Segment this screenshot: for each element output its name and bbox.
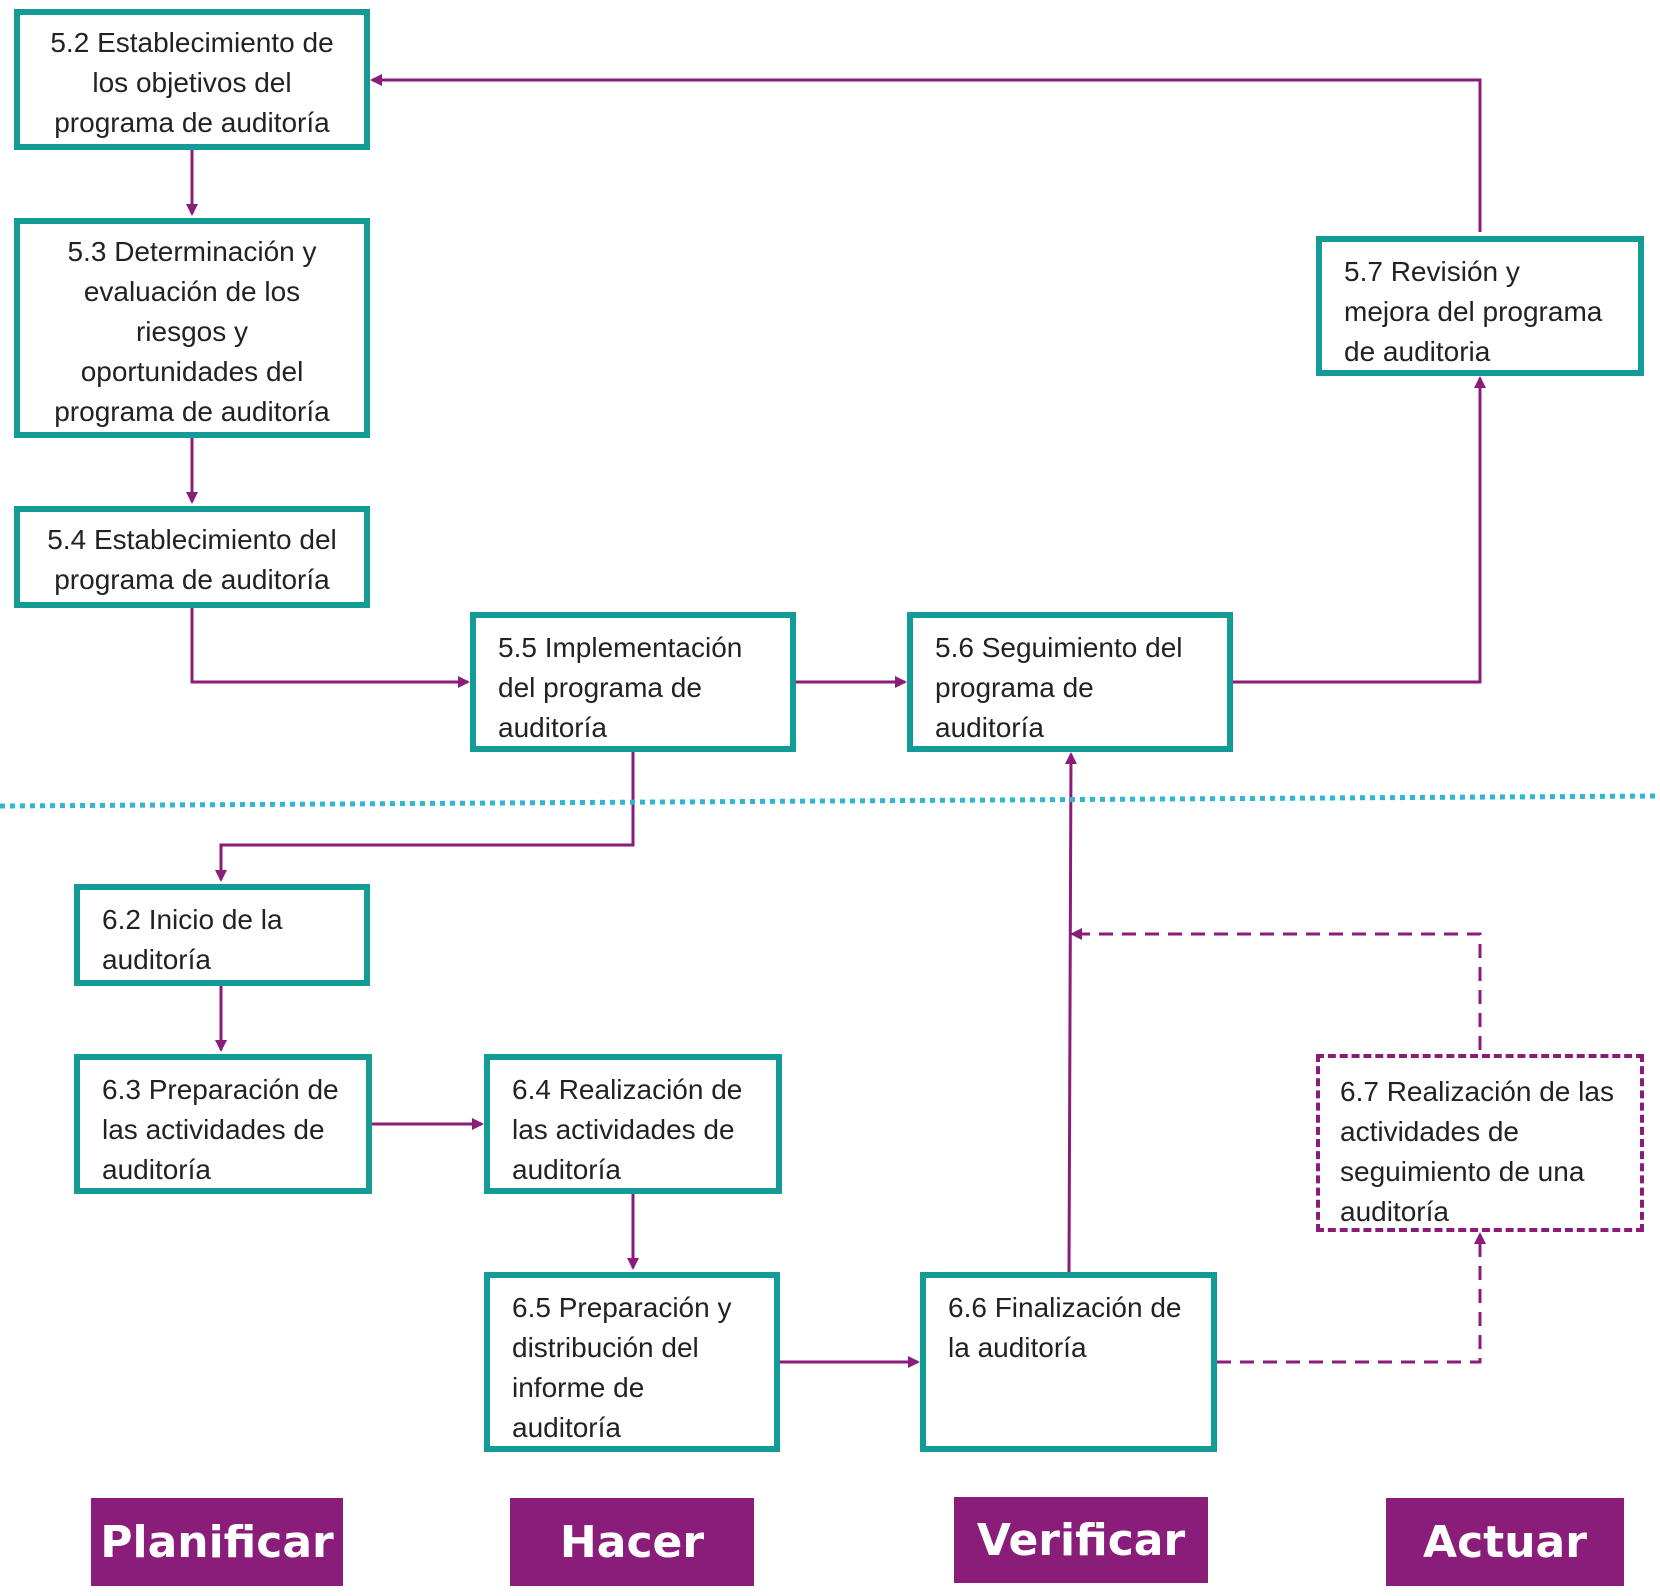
arrow-5-4-to-5-5 [190, 608, 470, 688]
arrow-5-7-to-5-2 [370, 74, 1482, 232]
node-6-4-realizacion: 6.4 Realización de las actividades de au… [484, 1054, 782, 1194]
node-5-5-implementacion: 5.5 Implementación del programa de audit… [470, 612, 796, 752]
phase-planificar: Planificar [91, 1498, 343, 1586]
node-6-7-seguimiento-auditoria: 6.7 Realización de las actividades de se… [1316, 1054, 1644, 1232]
node-6-3-preparacion: 6.3 Preparación de las actividades de au… [74, 1054, 372, 1194]
arrow-5-5-to-6-2 [215, 752, 635, 882]
node-5-2-objetivos: 5.2 Establecimiento de los objetivos del… [14, 9, 370, 150]
node-6-2-inicio: 6.2 Inicio de la auditoría [74, 884, 370, 986]
node-5-4-programa: 5.4 Establecimiento del programa de audi… [14, 506, 370, 608]
node-6-5-informe: 6.5 Preparación y distribución del infor… [484, 1272, 780, 1452]
phase-verificar: Verificar [954, 1497, 1208, 1583]
node-6-6-finalizacion: 6.6 Finalización de la auditoría [920, 1272, 1217, 1452]
node-5-6-seguimiento: 5.6 Seguimiento del programa de auditorí… [907, 612, 1233, 752]
dashed-arrow-6-6-to-6-7 [1217, 1232, 1486, 1364]
program-audit-divider [0, 793, 1660, 809]
arrow-5-6-to-5-7 [1233, 376, 1486, 684]
node-5-3-riesgos: 5.3 Determinación y evaluación de los ri… [14, 218, 370, 438]
arrow-6-6-to-5-6 [1064, 752, 1077, 1273]
phase-hacer: Hacer [510, 1498, 754, 1586]
phase-actuar: Actuar [1386, 1498, 1624, 1586]
dashed-arrow-6-7-to-feedback [1070, 928, 1482, 1050]
node-5-7-revision: 5.7 Revisión y mejora del programa de au… [1316, 236, 1644, 376]
